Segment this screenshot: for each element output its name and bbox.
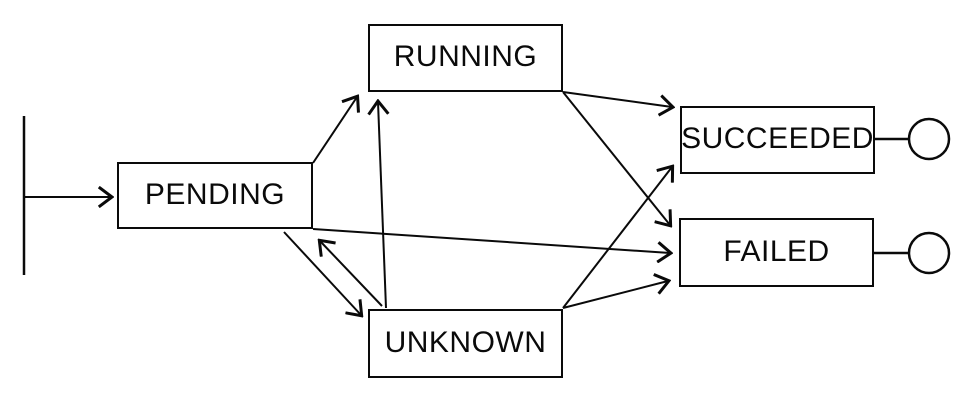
edge-pending-failed [312, 228, 670, 253]
state-label-running: RUNNING [393, 40, 538, 73]
edge-unknown-failed [562, 281, 668, 309]
state-node-pending: PENDING [117, 162, 313, 229]
state-node-running: RUNNING [368, 24, 563, 92]
state-label-failed: FAILED [723, 234, 830, 268]
edge-running-failed [562, 91, 670, 225]
edge-running-succeeded [562, 91, 672, 107]
end-state-succeeded-icon [907, 117, 951, 161]
edge-unknown-succeeded [562, 167, 672, 309]
state-label-pending: PENDING [144, 177, 286, 211]
state-node-succeeded: SUCCEEDED [680, 106, 875, 174]
state-label-succeeded: SUCCEEDED [681, 122, 874, 155]
edge-pending-running [312, 97, 357, 164]
end-state-failed-icon [907, 231, 951, 275]
edge-pending-unknown [283, 231, 361, 315]
edge-unknown-running [378, 102, 386, 309]
state-node-failed: FAILED [679, 218, 874, 287]
state-label-unknown: UNKNOWN [384, 325, 547, 359]
edge-unknown-pending [320, 241, 383, 307]
state-node-unknown: UNKNOWN [368, 309, 563, 378]
